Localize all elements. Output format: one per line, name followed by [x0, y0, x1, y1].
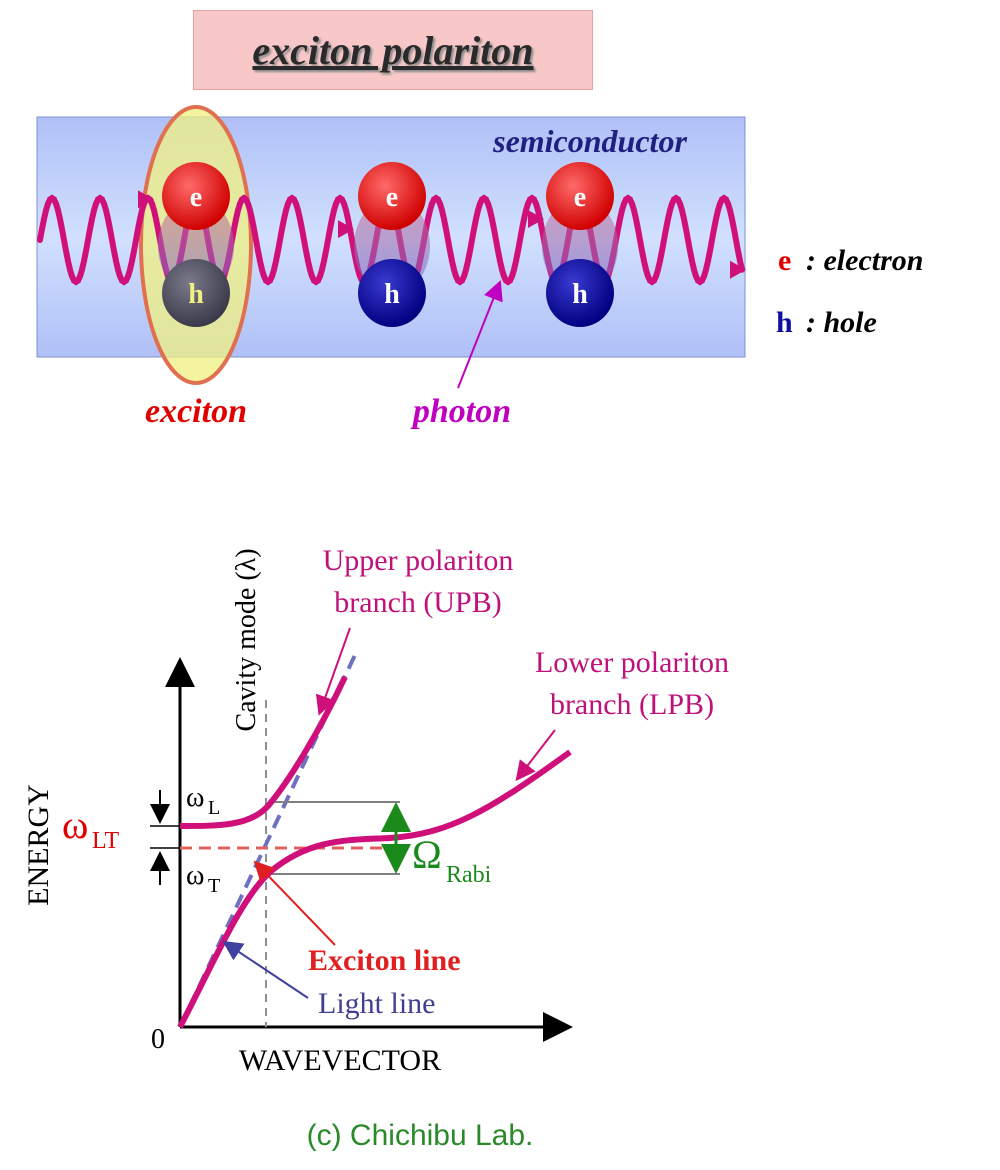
y-axis-label: ENERGY	[22, 784, 55, 906]
svg-text:LT: LT	[92, 828, 119, 854]
wave-arrowhead	[138, 190, 154, 209]
hole-particle	[162, 259, 230, 327]
cavity-mode-label: Cavity mode (λ)	[231, 548, 262, 731]
wave-arrowheads	[138, 190, 746, 279]
exciton-pair-1: e h	[158, 162, 234, 327]
electron-letter: e	[386, 182, 398, 213]
svg-text:ω: ω	[62, 802, 88, 847]
upb-label-line1: Upper polariton	[323, 544, 514, 577]
legend-hole-symbol: h	[776, 306, 793, 339]
hole-letter: h	[572, 279, 588, 310]
lower-polariton-branch-curve	[177, 749, 572, 1029]
exciton-pair-2: e h	[354, 162, 430, 327]
exciton-pair-3: e h	[542, 162, 618, 327]
hole-particle	[358, 259, 426, 327]
upper-polariton-branch-curve	[179, 675, 348, 829]
light-line-label: Light line	[318, 987, 435, 1020]
hole-letter: h	[188, 279, 204, 310]
rabi-label: Ω Rabi	[412, 832, 492, 888]
hole-particle	[546, 259, 614, 327]
legend-electron-symbol: e	[778, 244, 791, 277]
wave-arrowhead	[528, 210, 544, 228]
photon-label: photon	[410, 393, 511, 430]
light-line-pointer-arrow	[222, 940, 309, 999]
omega-lt-label: ω LT	[62, 802, 119, 854]
credit-text: (c) Chichibu Lab.	[307, 1119, 534, 1152]
lpb-pointer-arrow	[515, 729, 556, 782]
origin-label: 0	[151, 1024, 165, 1055]
wave-arrowhead	[730, 260, 746, 279]
lpb-label-line2: branch (LPB)	[550, 688, 714, 721]
svg-text:ω: ω	[186, 860, 204, 891]
electron-letter: e	[190, 182, 202, 213]
upb-pointer-arrow	[315, 627, 351, 716]
omega-t-label: ω T	[186, 860, 220, 897]
svg-text:Ω: Ω	[412, 832, 442, 877]
particle-legend: e : electron h : hole	[776, 244, 923, 339]
electron-particle	[162, 162, 230, 230]
electron-letter: e	[574, 182, 586, 213]
x-axis-label: WAVEVECTOR	[239, 1044, 441, 1077]
svg-text:L: L	[208, 797, 220, 819]
photon-pointer-arrow	[457, 280, 503, 389]
title-box: exciton polariton	[193, 10, 593, 90]
upb-label-line2: branch (UPB)	[334, 586, 501, 619]
exciton-label: exciton	[145, 393, 247, 430]
semiconductor-label: semiconductor	[492, 123, 687, 159]
hole-letter: h	[384, 279, 400, 310]
diagram-title: exciton polariton	[252, 27, 534, 73]
exciton-line-pointer-arrow	[253, 860, 336, 946]
electron-particle	[546, 162, 614, 230]
electron-particle	[358, 162, 426, 230]
svg-text:ω: ω	[186, 782, 204, 813]
wave-arrowhead	[338, 220, 354, 239]
exciton-line-label: Exciton line	[308, 944, 461, 977]
svg-text:T: T	[208, 875, 220, 897]
legend-hole-desc: : hole	[806, 306, 877, 339]
lpb-label-line1: Lower polariton	[535, 646, 729, 679]
svg-text:Rabi: Rabi	[446, 862, 492, 888]
omega-l-label: ω L	[186, 782, 220, 819]
legend-electron-desc: : electron	[806, 244, 923, 277]
